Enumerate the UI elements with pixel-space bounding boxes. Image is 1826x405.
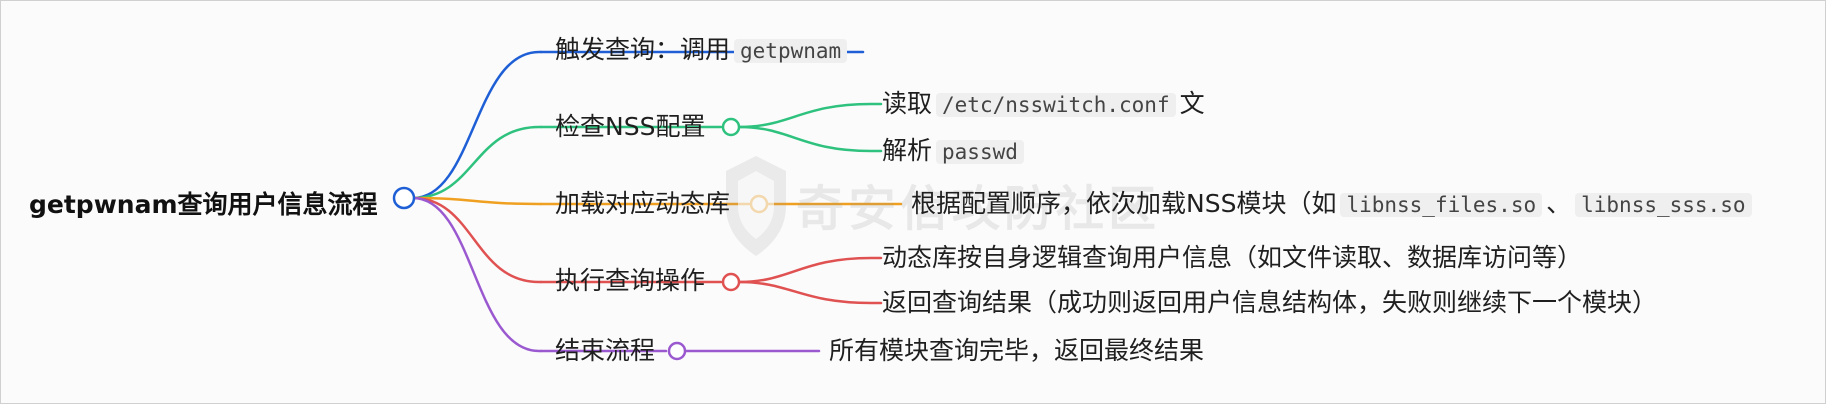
load-lib-child-text: 根据配置顺序，依次加载NSS模块（如 xyxy=(911,189,1337,218)
branch-load-lib-text: 加载对应动态库 xyxy=(555,189,731,218)
check-nss-child-read-text: 读取 xyxy=(882,89,933,118)
end-child-text: 所有模块查询完毕，返回最终结果 xyxy=(829,336,1205,365)
branch-execute-text: 执行查询操作 xyxy=(555,266,706,295)
load-lib-toggle[interactable] xyxy=(749,194,769,214)
branch-end-text: 结束流程 xyxy=(555,336,656,365)
execute-child-query-connector xyxy=(737,256,883,284)
check-nss-child-parse-connector xyxy=(737,125,883,153)
branch-trigger-connector xyxy=(411,50,543,200)
branch-end-connector xyxy=(411,196,543,353)
branch-load-lib-label: 加载对应动态库 xyxy=(555,189,730,219)
load-lib-child-separator: 、 xyxy=(1546,189,1572,218)
branch-check-nss-text: 检查NSS配置 xyxy=(555,112,706,141)
branch-load-lib-connector xyxy=(411,196,543,206)
check-nss-toggle[interactable] xyxy=(721,117,741,137)
check-nss-child-read-connector xyxy=(737,102,883,129)
root-node-text: getpwnam查询用户信息流程 xyxy=(29,190,378,219)
check-nss-child-read-code: /etc/nsswitch.conf xyxy=(936,93,1176,117)
branch-check-nss-connector xyxy=(411,125,543,200)
end-child-label: 所有模块查询完毕，返回最终结果 xyxy=(829,336,1204,366)
load-lib-child-code-1: libnss_files.so xyxy=(1340,193,1543,217)
check-nss-child-parse-text: 解析 xyxy=(882,136,933,165)
root-toggle[interactable] xyxy=(392,186,416,210)
load-lib-child-code-2: libnss_sss.so xyxy=(1575,193,1752,217)
branch-check-nss-label: 检查NSS配置 xyxy=(555,112,705,142)
execute-child-result-connector xyxy=(737,280,883,305)
branch-trigger-text: 触发查询：调用 xyxy=(555,35,731,64)
branch-end-label: 结束流程 xyxy=(555,336,655,366)
check-nss-child-read-suffix: 文 xyxy=(1179,89,1205,118)
execute-toggle[interactable] xyxy=(721,272,741,292)
execute-child-result-label: 返回查询结果（成功则返回用户信息结构体，失败则继续下一个模块） xyxy=(882,288,1657,318)
branch-execute-connector xyxy=(411,196,543,284)
root-node-label: getpwnam查询用户信息流程 xyxy=(29,190,378,220)
branch-execute-label: 执行查询操作 xyxy=(555,266,705,296)
check-nss-child-parse-code: passwd xyxy=(936,140,1024,164)
branch-trigger-code: getpwnam xyxy=(734,39,848,63)
execute-child-query-label: 动态库按自身逻辑查询用户信息（如文件读取、数据库访问等） xyxy=(882,243,1582,273)
execute-child-result-text: 返回查询结果（成功则返回用户信息结构体，失败则继续下一个模块） xyxy=(882,288,1658,317)
end-toggle[interactable] xyxy=(667,341,687,361)
execute-child-query-text: 动态库按自身逻辑查询用户信息（如文件读取、数据库访问等） xyxy=(882,243,1583,272)
